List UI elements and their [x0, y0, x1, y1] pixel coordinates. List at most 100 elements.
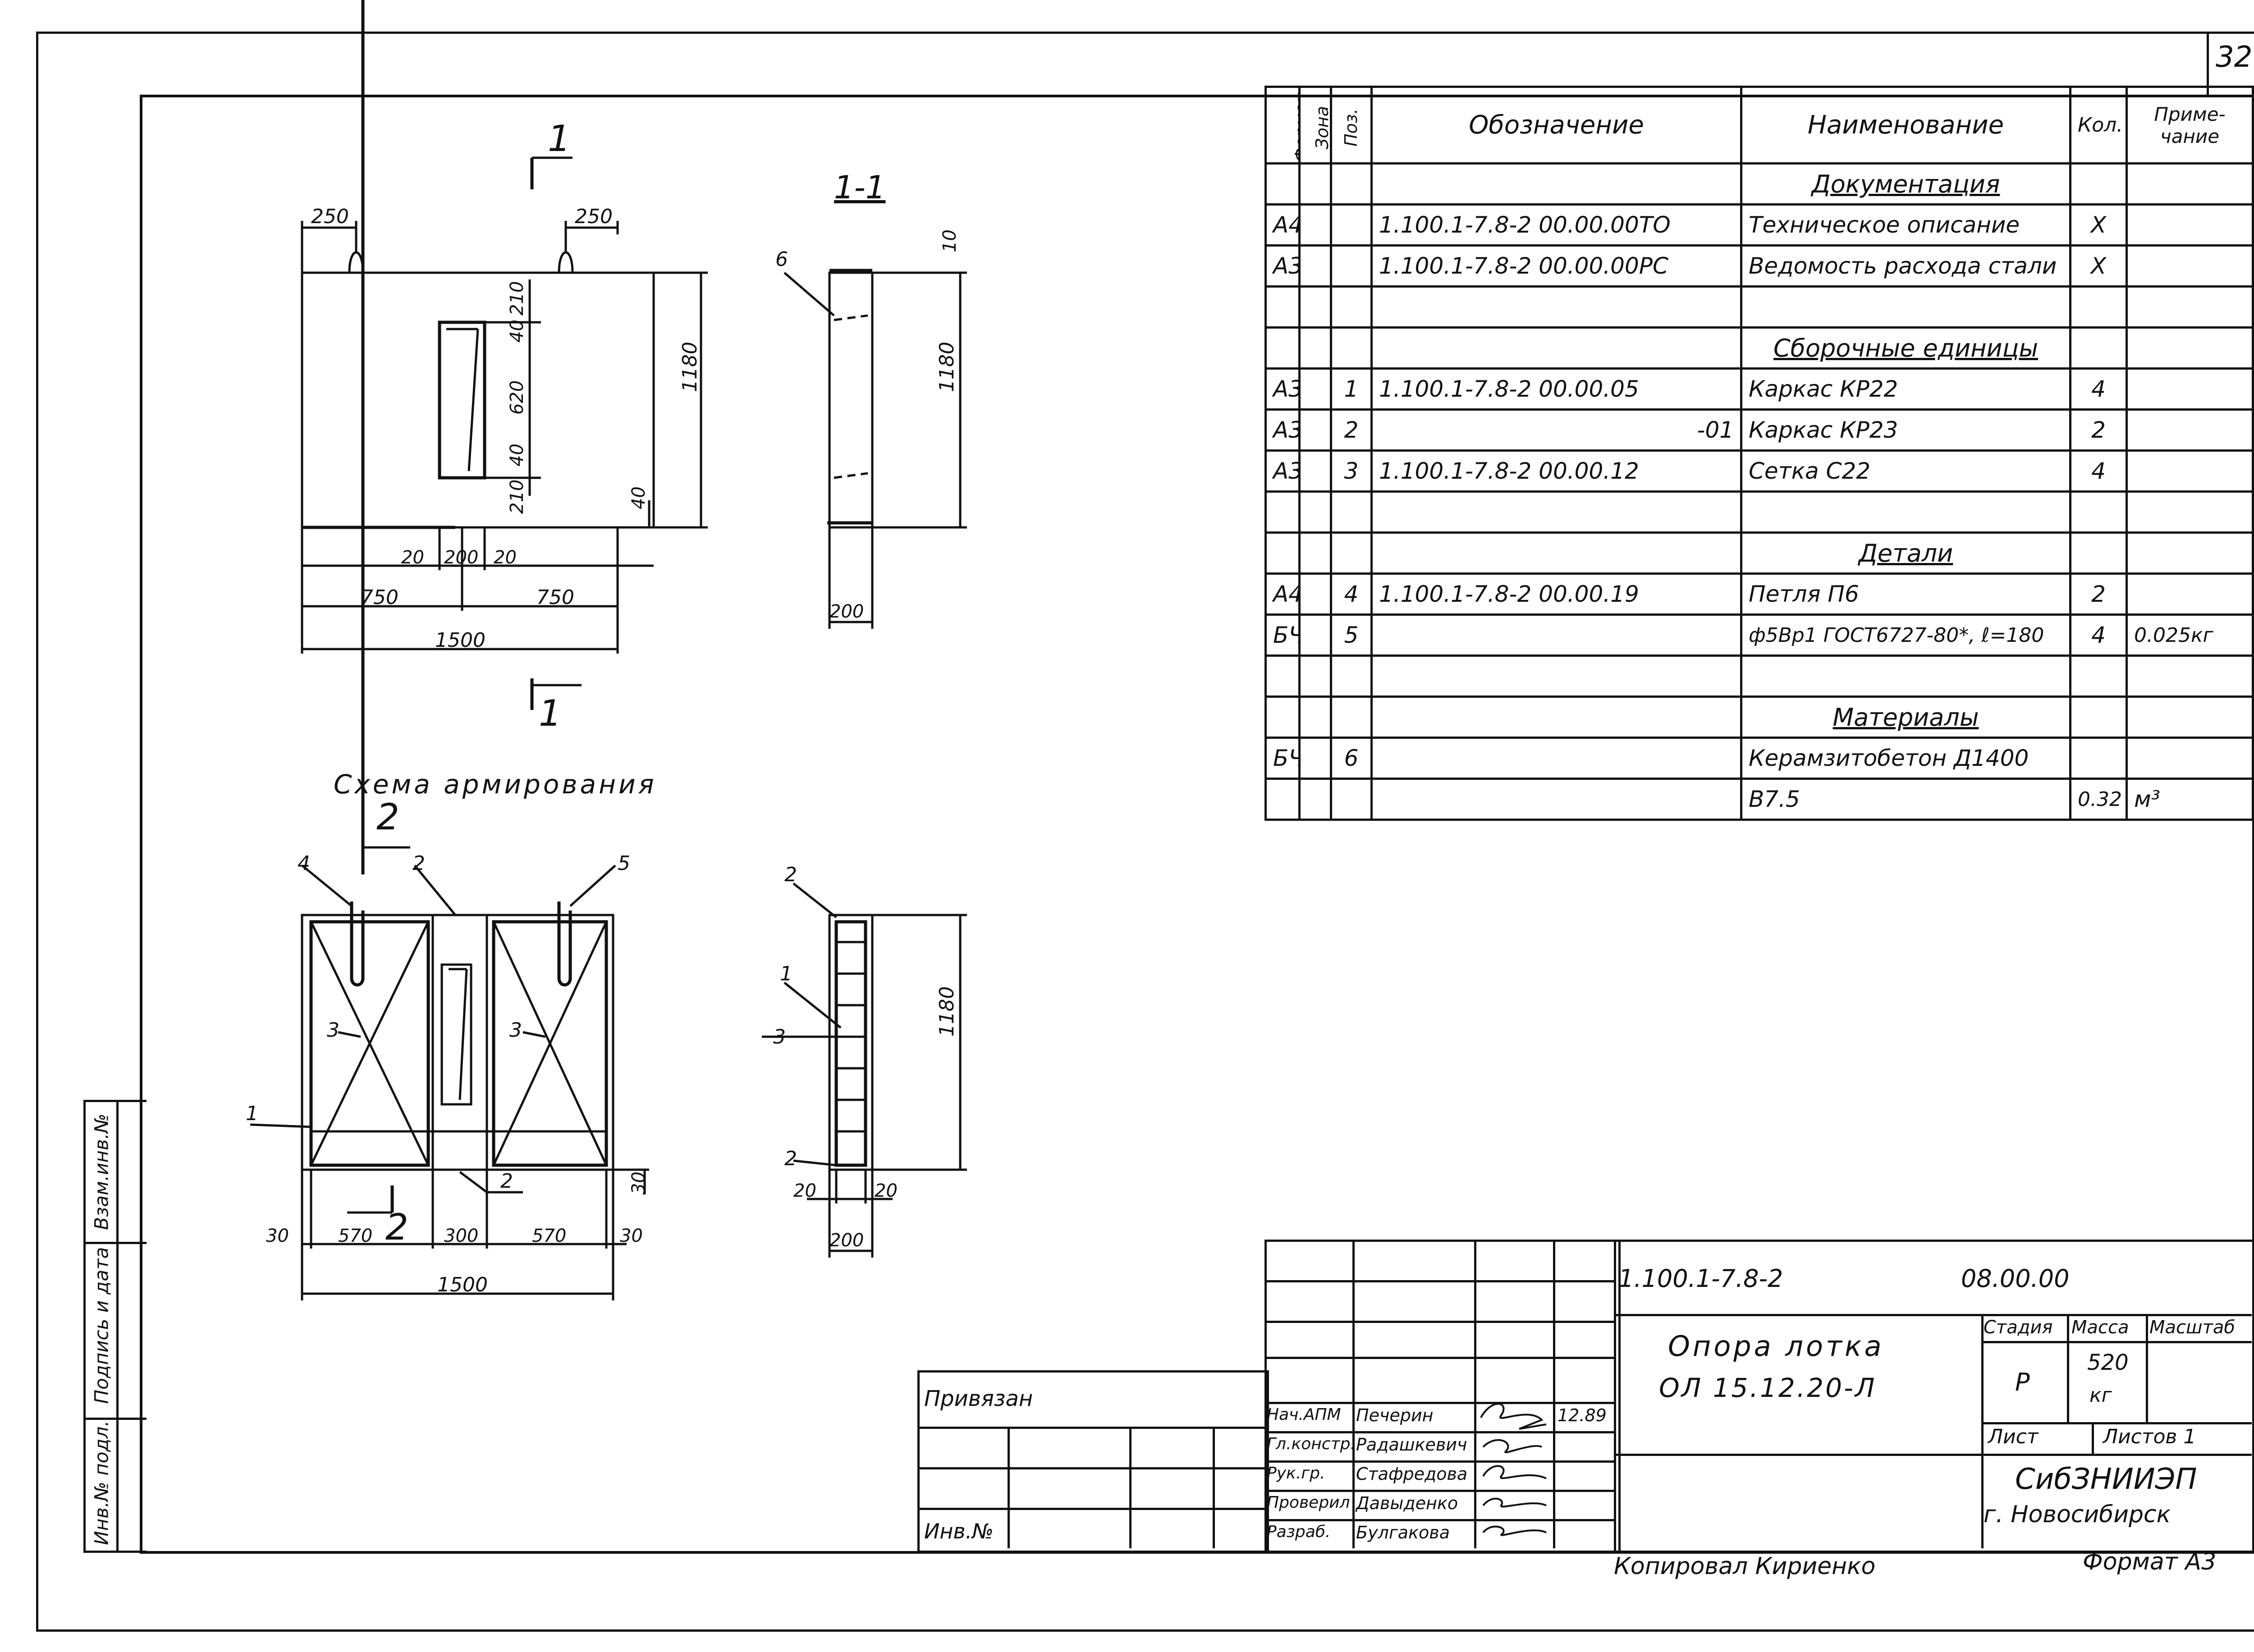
dim-sec2-200: 200 [829, 1230, 864, 1251]
sheet-label: Лист [1988, 1425, 2039, 1448]
section-assemblies: Сборочные единицы [1740, 326, 2071, 370]
sheet-format: Формат А3 [2083, 1548, 2217, 1575]
dim-front-620: 620 [507, 380, 527, 415]
cell-format: А4 [1264, 203, 1301, 247]
cell-qty: X [2069, 244, 2128, 288]
spec-header-row: Формат Зона Поз. Обозначение Наименовани… [1264, 86, 2254, 165]
header-note: Приме-чание [2126, 86, 2254, 165]
dim-reinf-30-left: 30 [266, 1226, 289, 1246]
mass-unit: кг [2089, 1384, 2112, 1407]
position-5-label: 5 [618, 852, 630, 875]
sheet-number: 32 [2216, 41, 2253, 74]
table-row: А3 2 -01 Каркас КР23 2 [1264, 408, 2254, 452]
mass-value: 520 [2087, 1350, 2129, 1375]
name-developed: Булгакова [1356, 1523, 1450, 1542]
dim-front-40-bottom: 40 [507, 444, 527, 467]
cell-format: БЧ [1264, 737, 1301, 780]
dim-section-200: 200 [829, 601, 864, 622]
section-1-view [828, 271, 874, 529]
mass-label: Масса [2071, 1317, 2129, 1338]
cell-qty: X [2069, 203, 2128, 247]
cell-name: Петля П6 [1740, 572, 2071, 616]
cell-pos: 3 [1330, 449, 1373, 493]
table-row: Документация [1264, 162, 2254, 206]
cell-pos: 1 [1330, 367, 1373, 411]
position-2-label-top: 2 [412, 852, 425, 875]
table-row [1264, 490, 2254, 534]
table-row: А3 1.100.1-7.8-2 00.00.00РС Ведомость ра… [1264, 244, 2254, 288]
signatures [1480, 1403, 1547, 1536]
cell-name: Каркас КР22 [1740, 367, 2071, 411]
stamp-inv-original: Инв.№ подл. [90, 1420, 113, 1545]
name-chief-designer: Радашкевич [1356, 1435, 1467, 1455]
dim-front-40-top: 40 [507, 320, 527, 343]
front-view-opening [438, 320, 486, 480]
stage-label: Стадия [1984, 1317, 2053, 1338]
position-3-label-right: 3 [509, 1019, 522, 1042]
dim-front-750-right: 750 [536, 586, 574, 609]
frame-right [492, 920, 608, 1167]
dim-reinf-300: 300 [444, 1226, 478, 1246]
position-4-label: 4 [298, 852, 310, 875]
cell-designation: 1.100.1-7.8-2 00.00.00ТО [1370, 203, 1742, 247]
cell-format: БЧ [1264, 613, 1301, 657]
cell-designation: 1.100.1-7.8-2 00.00.00РС [1370, 244, 1742, 288]
section-details: Детали [1740, 531, 2071, 575]
dim-section-1180: 1180 [935, 342, 958, 392]
table-row [1264, 285, 2254, 329]
sheets-count: Листов 1 [2103, 1425, 2196, 1448]
role-chief-designer: Гл.констр. [1267, 1435, 1356, 1453]
cell-format: А3 [1264, 449, 1301, 493]
name-head: Печерин [1356, 1405, 1434, 1425]
cell-qty: 2 [2069, 572, 2128, 616]
cell-pos: 4 [1330, 572, 1373, 616]
inventory-label: Инв.№ [924, 1519, 994, 1543]
table-row: Материалы [1264, 696, 2254, 739]
dim-front-200: 200 [444, 547, 478, 568]
cell-format: А3 [1264, 367, 1301, 411]
role-developed: Разраб. [1267, 1523, 1331, 1541]
cell-format: А3 [1264, 408, 1301, 452]
tied-to-label: Привязан [924, 1386, 1033, 1411]
drawing-code: 1.100.1-7.8-2 [1618, 1264, 1783, 1293]
dim-sec2-20-right: 20 [875, 1181, 898, 1201]
header-qty: Кол. [2069, 86, 2128, 165]
stage-value: Р [2015, 1368, 2030, 1396]
reinforcement-outline [301, 914, 614, 1171]
section-marker-1-top: 1 [548, 118, 571, 160]
dim-front-20-right: 20 [494, 547, 517, 568]
organization-name: СибЗНИИЭП [2015, 1463, 2197, 1496]
cell-qty: 4 [2069, 449, 2128, 493]
section-materials: Материалы [1740, 696, 2071, 739]
cell-pos: 6 [1330, 737, 1373, 780]
dim-front-40-base: 40 [628, 486, 649, 509]
cell-qty: 4 [2069, 613, 2128, 657]
cell-designation: 1.100.1-7.8-2 00.00.19 [1370, 572, 1742, 616]
dim-reinf-1500: 1500 [437, 1273, 488, 1296]
section-title-1-1: 1-1 [834, 169, 885, 206]
name-checked: Давыденко [1356, 1493, 1458, 1513]
table-row [1264, 654, 2254, 698]
cell-format: А4 [1264, 572, 1301, 616]
cell-format: А3 [1264, 244, 1301, 288]
cell-note: м³ [2126, 778, 2254, 821]
organization-city: г. Новосибирск [1984, 1501, 2171, 1528]
dim-front-750-left: 750 [361, 586, 399, 609]
cell-qty: 0.32 [2069, 778, 2128, 821]
dim-front-210-bottom: 210 [507, 480, 527, 514]
cell-name: Сетка С22 [1740, 449, 2071, 493]
front-view-outline [301, 271, 655, 529]
table-row: А4 4 1.100.1-7.8-2 00.00.19 Петля П6 2 [1264, 572, 2254, 616]
role-group-lead: Рук.гр. [1267, 1464, 1325, 1483]
cell-designation: -01 [1370, 408, 1742, 452]
position-2-label-bottom: 2 [500, 1170, 513, 1193]
cell-name: Каркас КР23 [1740, 408, 2071, 452]
position-2-label-sec-bottom: 2 [784, 1147, 797, 1170]
position-3-label-sec: 3 [773, 1025, 786, 1048]
specification-table: Формат Зона Поз. Обозначение Наименовани… [1264, 86, 2254, 821]
cell-name: Керамзитобетон Д1400 [1740, 737, 2071, 780]
table-row: БЧ 5 ф5Вр1 ГОСТ6727-80*, ℓ=180 4 0.025кг [1264, 613, 2254, 657]
dim-section-10: 10 [939, 229, 960, 252]
name-group-lead: Стафредова [1356, 1464, 1468, 1484]
cell-name: В7.5 [1740, 778, 2071, 821]
